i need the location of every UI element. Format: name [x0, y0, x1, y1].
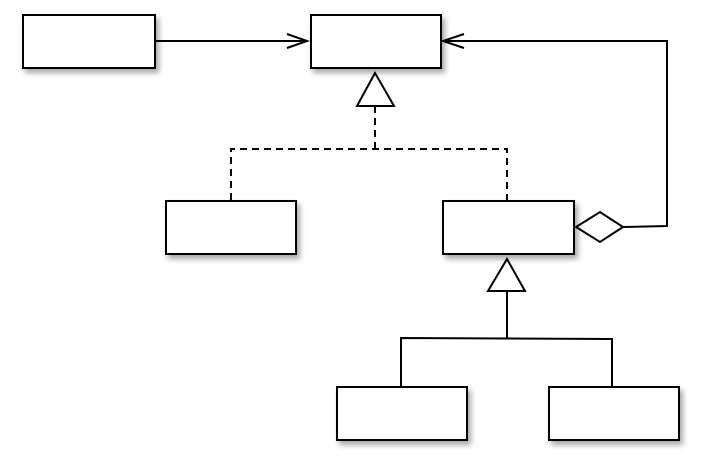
connector-generalization — [400, 291, 613, 386]
connector-realization — [230, 106, 508, 200]
generalization-triangle-icon — [486, 257, 527, 292]
realization-triangle-icon — [355, 70, 396, 107]
component-box[interactable] — [310, 14, 442, 69]
connector-aggregation-decorator-to-component — [439, 33, 668, 228]
aggregation-diamond-icon — [574, 210, 625, 244]
class-boxes — [22, 14, 680, 441]
concrete-decorator-b-box[interactable] — [548, 386, 680, 441]
connector-client-to-component — [155, 33, 311, 49]
client-box[interactable] — [22, 14, 156, 69]
concrete-decorator-a-box[interactable] — [336, 386, 468, 441]
decorator-box[interactable] — [442, 200, 575, 255]
leaf-box[interactable] — [165, 200, 297, 255]
